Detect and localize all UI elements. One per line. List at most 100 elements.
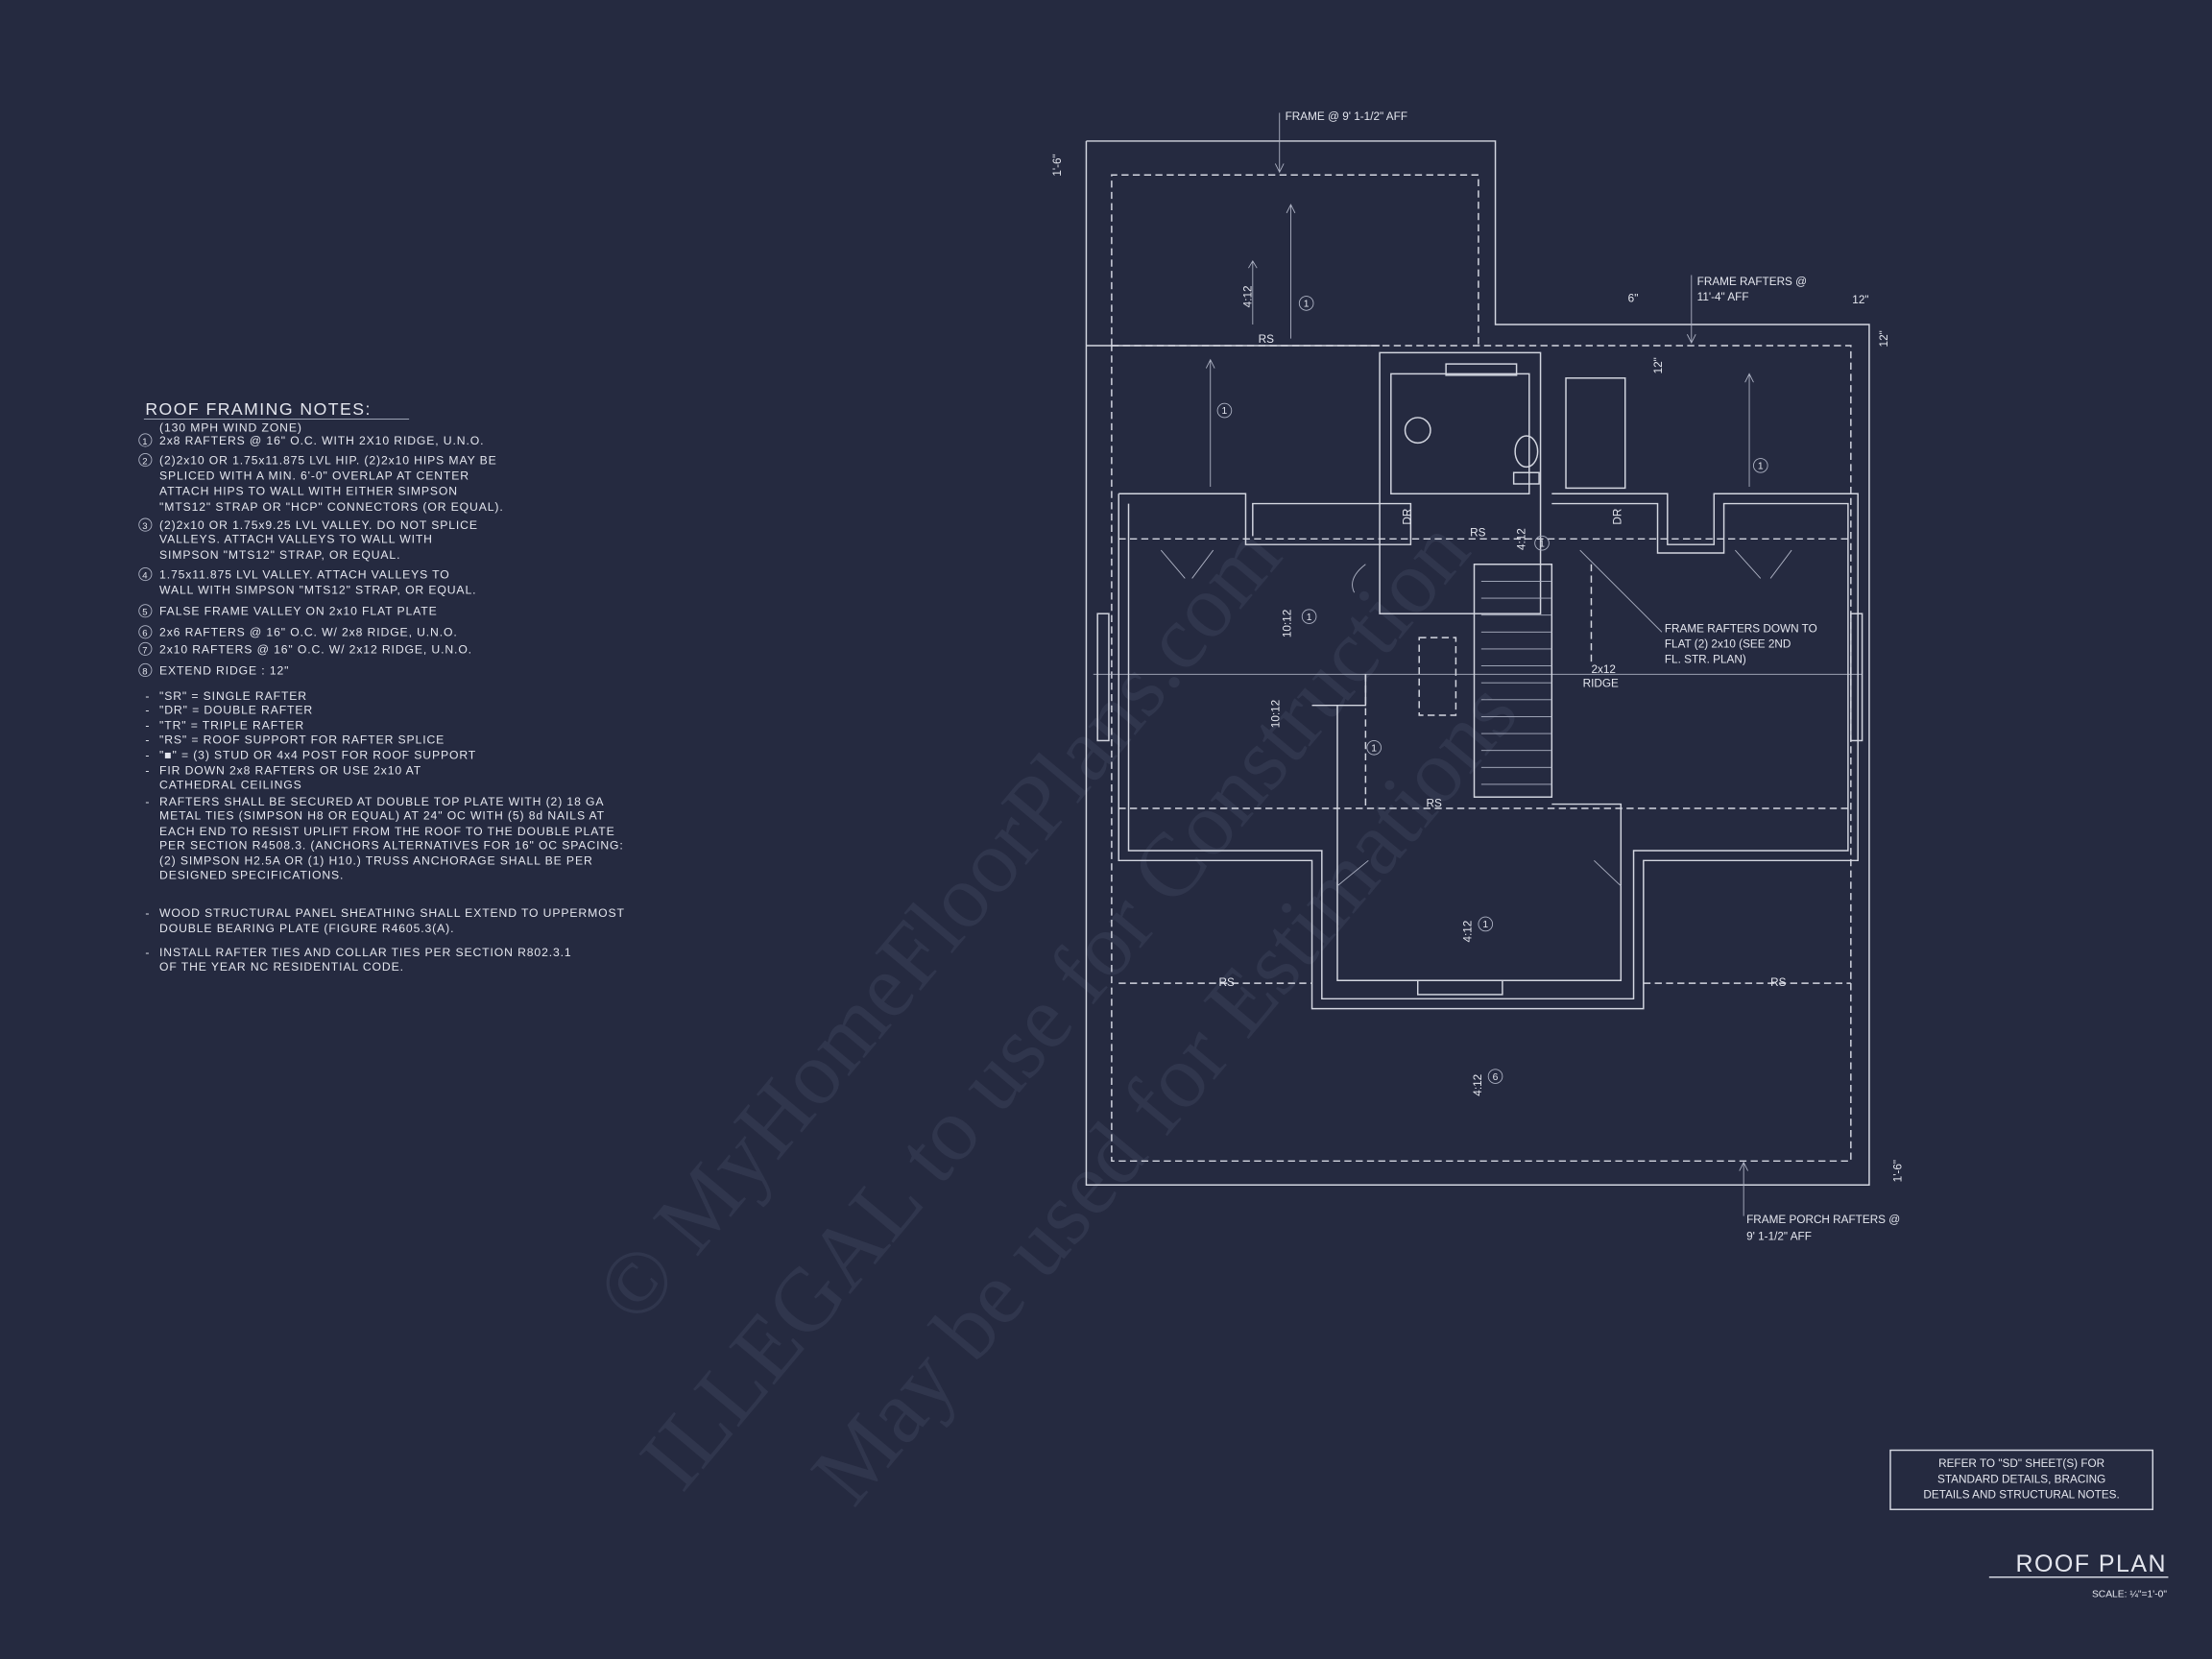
note-number: 3 (142, 521, 148, 532)
dr-label: DR (1401, 509, 1413, 525)
frame-down-label: FLAT (2) 2x10 (SEE 2ND (1665, 637, 1791, 650)
note-line: 2x8 RAFTERS @ 16" O.C. WITH 2X10 RIDGE, … (159, 434, 484, 447)
rs-label: RS (1427, 797, 1442, 809)
note-line: OF THE YEAR NC RESIDENTIAL CODE. (159, 960, 404, 974)
note-number-icon (138, 662, 153, 678)
rs-label: RS (1770, 976, 1786, 989)
note-tag: 1 (1482, 920, 1488, 930)
bullet-dash: - (145, 795, 150, 808)
pitch-label: 4:12 (1515, 528, 1527, 550)
note-line: (2)2x10 OR 1.75x9.25 LVL VALLEY. DO NOT … (159, 518, 478, 532)
roof-plan-drawing: FRAME @ 9' 1-1/2" AFF FRAME RAFTERS @ 11… (1051, 110, 1905, 1243)
note-tag-icon (1534, 535, 1550, 551)
roof-framing-notes: ROOF FRAMING NOTES: (130 MPH WIND ZONE) … (138, 399, 624, 974)
note-number: 2 (142, 456, 148, 467)
frame-rafters-label: 11'-4" AFF (1697, 291, 1749, 303)
note-number-icon (138, 641, 153, 656)
note-number-icon (138, 625, 153, 639)
watermark-line: ILLEGAL to use for Construction (621, 501, 1488, 1507)
note-line: "RS" = ROOF SUPPORT FOR RAFTER SPLICE (159, 733, 445, 746)
note-number: 6 (142, 629, 148, 639)
stair-treads (1480, 580, 1552, 785)
rs-label: RS (1219, 976, 1235, 989)
pitch-label: 4:12 (1462, 921, 1475, 943)
note-line: SPLICED WITH A MIN. 6'-0" OVERLAP AT CEN… (159, 469, 469, 483)
dimension: 6" (1628, 292, 1639, 304)
note-line: "DR" = DOUBLE RAFTER (159, 704, 313, 717)
rs-label: RS (1259, 333, 1274, 346)
note-line: RAFTERS SHALL BE SECURED AT DOUBLE TOP P… (159, 795, 604, 808)
note-tag-icon (1301, 609, 1317, 624)
note-line: "■" = (3) STUD OR 4x4 POST FOR ROOF SUPP… (159, 749, 476, 762)
note-tag: 6 (1493, 1072, 1499, 1083)
refer-text: DETAILS AND STRUCTURAL NOTES. (1923, 1488, 2119, 1501)
note-number: 8 (142, 666, 148, 677)
note-tag: 1 (1307, 613, 1312, 623)
note-line: FIR DOWN 2x8 RAFTERS OR USE 2x10 AT (159, 764, 421, 778)
dr-label: DR (1611, 509, 1623, 525)
refer-box: REFER TO "SD" SHEET(S) FOR STANDARD DETA… (1889, 1449, 2154, 1510)
note-line: VALLEYS. ATTACH VALLEYS TO WALL WITH (159, 533, 433, 546)
ridge-label: 2x12 (1591, 663, 1615, 676)
note-line: SIMPSON "MTS12" STRAP, OR EQUAL. (159, 548, 400, 562)
dimension: 12" (1852, 294, 1868, 306)
note-line: WALL WITH SIMPSON "MTS12" STRAP, OR EQUA… (159, 584, 476, 597)
note-number: 1 (142, 437, 148, 447)
frame-rafters-label: FRAME RAFTERS @ (1697, 276, 1807, 288)
title-block: ROOF PLAN SCALE: ¼"=1'-0" (1988, 1551, 2169, 1599)
dimension: 1'-6" (1051, 154, 1064, 176)
bullet-dash: - (145, 719, 150, 733)
note-line: ATTACH HIPS TO WALL WITH EITHER SIMPSON (159, 485, 458, 498)
frame-top-label: FRAME @ 9' 1-1/2" AFF (1286, 110, 1407, 123)
bullet-dash: - (145, 764, 150, 778)
note-tag: 1 (1758, 462, 1764, 472)
note-line: (2)2x10 OR 1.75x11.875 LVL HIP. (2)2x10 … (159, 453, 497, 467)
bullet-dash: - (145, 733, 150, 746)
note-tag-icon (1216, 402, 1233, 419)
note-line: "SR" = SINGLE RAFTER (159, 689, 307, 703)
note-line: METAL TIES (SIMPSON H8 OR EQUAL) AT 24" … (159, 809, 605, 823)
note-tag-icon (1478, 916, 1494, 932)
numbered-notes: 1 2x8 RAFTERS @ 16" O.C. WITH 2X10 RIDGE,… (138, 433, 504, 678)
bullet-dash: - (145, 749, 150, 762)
plan-title: ROOF PLAN (2015, 1551, 2167, 1577)
note-tag-icon (1298, 296, 1314, 311)
note-number: 4 (142, 570, 148, 581)
note-tag-icon (1487, 1069, 1503, 1084)
notes-title: ROOF FRAMING NOTES: (145, 399, 372, 419)
note-tag: 1 (1304, 300, 1310, 310)
note-line: "MTS12" STRAP OR "HCP" CONNECTORS (OR EQ… (159, 500, 504, 514)
note-line: EXTEND RIDGE : 12" (159, 663, 289, 677)
note-number-icon (138, 433, 153, 447)
note-tag: 1 (1222, 406, 1228, 417)
dimension: 12" (1878, 330, 1890, 347)
arrows (1205, 112, 1754, 1216)
note-line: (2) SIMPSON H2.5A OR (1) H10.) TRUSS ANC… (159, 854, 593, 868)
pitch-label: 4:12 (1241, 285, 1254, 307)
frame-porch-label: 9' 1-1/2" AFF (1746, 1231, 1812, 1243)
rs-label: RS (1470, 526, 1485, 539)
note-tag-icon (1753, 458, 1768, 473)
note-line: "TR" = TRIPLE RAFTER (159, 719, 304, 733)
frame-down-label: FL. STR. PLAN) (1665, 654, 1746, 666)
note-line: INSTALL RAFTER TIES AND COLLAR TIES PER … (159, 946, 572, 959)
watermark: © MyHomeFloorPlans.com ILLEGAL to use fo… (576, 501, 1536, 1523)
note-number-icon (138, 517, 153, 532)
note-line: 2x10 RAFTERS @ 16" O.C. W/ 2x12 RIDGE, U… (159, 642, 472, 656)
bullet-dash: - (145, 946, 150, 959)
bullet-dash: - (145, 689, 150, 703)
refer-text: REFER TO "SD" SHEET(S) FOR (1938, 1457, 2104, 1470)
note-line: WOOD STRUCTURAL PANEL SHEATHING SHALL EX… (159, 906, 625, 920)
frame-down-label: FRAME RAFTERS DOWN TO (1665, 622, 1817, 635)
note-line: 1.75x11.875 LVL VALLEY. ATTACH VALLEYS T… (159, 567, 450, 581)
pitch-label: 10:12 (1270, 700, 1283, 728)
note-line: FALSE FRAME VALLEY ON 2x10 FLAT PLATE (159, 605, 438, 618)
note-number: 5 (142, 608, 148, 618)
bullet-notes: -"SR" = SINGLE RAFTER-"DR" = DOUBLE RAFT… (145, 689, 624, 974)
note-number: 7 (142, 645, 148, 656)
pitch-label: 4:12 (1472, 1074, 1484, 1096)
pitch-label: 10:12 (1281, 610, 1293, 637)
bullet-dash: - (145, 704, 150, 717)
note-number-icon (138, 452, 153, 468)
